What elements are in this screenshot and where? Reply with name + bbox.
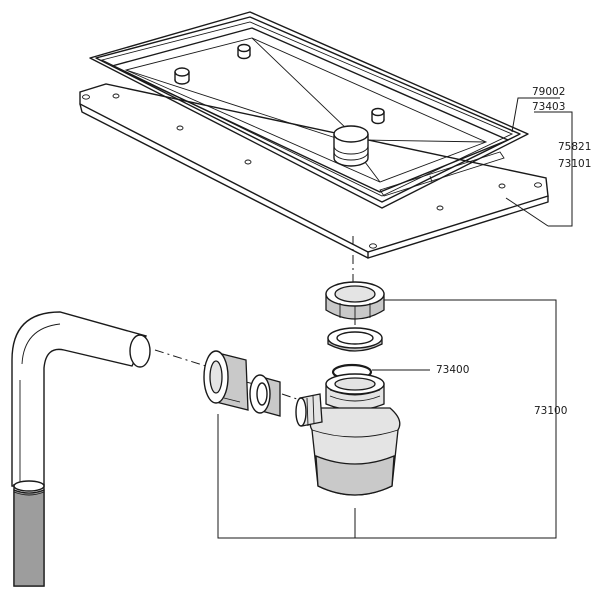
coupling-nut (325, 281, 385, 321)
side-coupling-nut (203, 350, 249, 411)
tray-support-boss (371, 107, 385, 125)
bent-waste-pipe (11, 311, 151, 587)
label-73101: 73101 (558, 158, 591, 170)
leader-lines (217, 97, 573, 539)
label-73100: 73100 (534, 405, 567, 417)
tray-support-boss (237, 43, 251, 60)
assembly-axis-lines (154, 236, 356, 401)
label-73403: 73403 (532, 101, 565, 113)
label-73400: 73400 (436, 364, 469, 376)
tray-gasket-73403 (89, 11, 529, 209)
siphon-trap (295, 373, 401, 496)
side-washer (249, 374, 281, 417)
tray-drain-outlet (333, 125, 369, 167)
label-79002: 79002 (532, 86, 565, 98)
tray-body-79002 (111, 27, 509, 197)
part-labels: 79002 73403 75821 73101 73400 73100 (436, 86, 591, 417)
label-75821: 75821 (558, 141, 591, 153)
tray-support-boss (174, 67, 190, 85)
tray-frame-75821 (79, 83, 549, 259)
washer-ring (327, 327, 383, 352)
